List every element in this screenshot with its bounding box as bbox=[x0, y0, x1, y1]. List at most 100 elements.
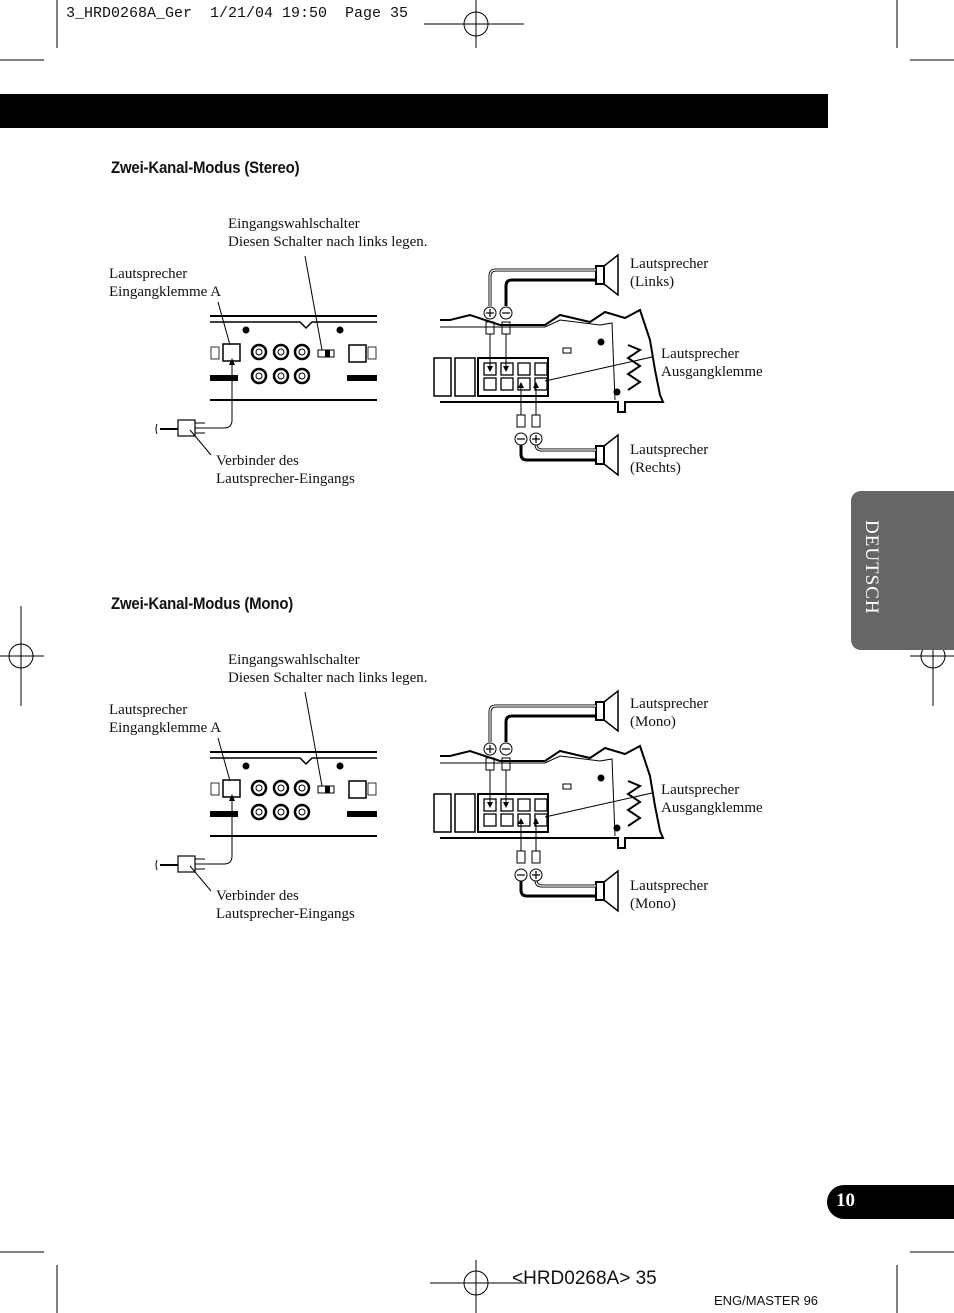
speaker-input-connector-a bbox=[222, 779, 241, 798]
label-speaker-input-terminal: Lautsprecher Eingangklemme A bbox=[109, 702, 222, 736]
terminal-icon bbox=[500, 813, 514, 827]
terminal-icon bbox=[517, 362, 531, 376]
terminal-icon bbox=[517, 798, 531, 812]
rca-jack bbox=[250, 343, 268, 361]
terminal-icon bbox=[483, 813, 497, 827]
speaker-input-connector-b bbox=[348, 344, 367, 363]
terminal-icon bbox=[534, 362, 548, 376]
header-bar bbox=[0, 94, 828, 128]
rca-jack bbox=[250, 803, 268, 821]
screw-icon bbox=[336, 762, 344, 770]
fork-terminal-icon bbox=[531, 414, 541, 428]
diagram-mono bbox=[155, 689, 665, 913]
input-wire bbox=[205, 365, 233, 429]
minus-icon bbox=[514, 432, 528, 446]
leader-line bbox=[217, 301, 231, 346]
registration-mark-bottom bbox=[430, 1260, 524, 1313]
screw-icon bbox=[597, 774, 605, 782]
fork-terminal-icon bbox=[531, 850, 541, 864]
speaker-input-connector-a bbox=[222, 343, 241, 362]
footer-document-code: <HRD0268A> 35 bbox=[512, 1268, 657, 1289]
amplifier-input-panel bbox=[210, 315, 377, 401]
label-speaker-input-connector: Verbinder des Lautsprecher-Eingangs bbox=[216, 888, 355, 922]
terminal-icon bbox=[517, 813, 531, 827]
speaker-mono-top-icon bbox=[595, 689, 619, 733]
rca-jack bbox=[272, 803, 290, 821]
heatsink-fin bbox=[626, 780, 643, 827]
rca-jack bbox=[293, 779, 311, 797]
minus-icon bbox=[499, 742, 513, 756]
fork-terminal-icon bbox=[501, 321, 511, 335]
label-speaker-output-terminal: Lautsprecher Ausgangklemme bbox=[661, 346, 763, 380]
terminal-icon bbox=[500, 362, 514, 376]
heatsink-fin bbox=[626, 344, 643, 391]
terminal-icon bbox=[483, 377, 497, 391]
screw-icon bbox=[242, 762, 250, 770]
wire-minus bbox=[504, 278, 596, 306]
plus-icon bbox=[483, 306, 497, 320]
page-number: 10 bbox=[836, 1190, 855, 1211]
terminal-icon bbox=[500, 377, 514, 391]
registration-mark-left bbox=[0, 606, 44, 706]
language-tab-label: DEUTSCH bbox=[861, 520, 882, 615]
screw-icon bbox=[242, 326, 250, 334]
section-title-mono: Zwei-Kanal-Modus (Mono) bbox=[111, 594, 294, 613]
minus-icon bbox=[499, 306, 513, 320]
leader-line bbox=[304, 691, 323, 787]
minus-icon bbox=[514, 868, 528, 882]
leader-line bbox=[544, 792, 653, 818]
rca-jack bbox=[293, 803, 311, 821]
rca-jack bbox=[272, 343, 290, 361]
terminal-icon bbox=[500, 798, 514, 812]
label-speaker-mono-top: Lautsprecher (Mono) bbox=[630, 696, 709, 730]
wire-plus bbox=[534, 443, 596, 452]
label-speaker-left: Lautsprecher (Links) bbox=[630, 256, 709, 290]
amplifier-input-panel bbox=[210, 751, 377, 837]
wire-plus bbox=[534, 879, 596, 888]
wire-minus bbox=[504, 714, 596, 742]
wire-minus bbox=[519, 881, 596, 898]
footer-master-label: ENG/MASTER 96 bbox=[714, 1293, 819, 1308]
leader-line bbox=[189, 865, 212, 892]
registration-mark-top bbox=[424, 0, 524, 48]
label-input-switch: Eingangswahlschalter Diesen Schalter nac… bbox=[228, 216, 428, 250]
speaker-output-terminal-block bbox=[477, 357, 549, 397]
label-input-switch: Eingangswahlschalter Diesen Schalter nac… bbox=[228, 652, 428, 686]
fork-terminal-icon bbox=[516, 414, 526, 428]
label-speaker-output-terminal: Lautsprecher Ausgangklemme bbox=[661, 782, 763, 816]
label-speaker-mono-bottom: Lautsprecher (Mono) bbox=[630, 878, 709, 912]
leader-line bbox=[304, 255, 323, 351]
speaker-input-connector-b bbox=[348, 780, 367, 799]
fork-terminal-icon bbox=[485, 321, 495, 335]
plus-icon bbox=[529, 432, 543, 446]
fork-terminal-icon bbox=[485, 757, 495, 771]
fork-terminal-icon bbox=[501, 757, 511, 771]
label-speaker-input-connector: Verbinder des Lautsprecher-Eingangs bbox=[216, 453, 355, 487]
rca-jack bbox=[272, 779, 290, 797]
screw-icon bbox=[613, 824, 621, 832]
terminal-icon bbox=[534, 798, 548, 812]
speaker-output-terminal-block bbox=[477, 793, 549, 833]
wire-minus bbox=[519, 445, 596, 462]
rca-jack bbox=[250, 367, 268, 385]
rca-jack bbox=[250, 779, 268, 797]
screw-icon bbox=[613, 388, 621, 396]
label-speaker-input-terminal: Lautsprecher Eingangklemme A bbox=[109, 266, 222, 300]
page-number-pill bbox=[827, 1185, 954, 1219]
language-tab bbox=[851, 491, 954, 650]
slug-line: 3_HRD0268A_Ger 1/21/04 19:50 Page 35 bbox=[66, 5, 409, 22]
terminal-icon bbox=[517, 377, 531, 391]
amplifier-output-panel bbox=[433, 744, 665, 849]
speaker-right-icon bbox=[595, 433, 619, 477]
diagram-stereo bbox=[155, 253, 665, 477]
label-speaker-right: Lautsprecher (Rechts) bbox=[630, 442, 709, 476]
section-title-stereo: Zwei-Kanal-Modus (Stereo) bbox=[111, 158, 300, 177]
plus-icon bbox=[529, 868, 543, 882]
input-wire bbox=[205, 801, 233, 865]
leader-line bbox=[544, 356, 653, 382]
rca-jack bbox=[293, 367, 311, 385]
fork-terminal-icon bbox=[516, 850, 526, 864]
leader-line bbox=[189, 429, 212, 456]
